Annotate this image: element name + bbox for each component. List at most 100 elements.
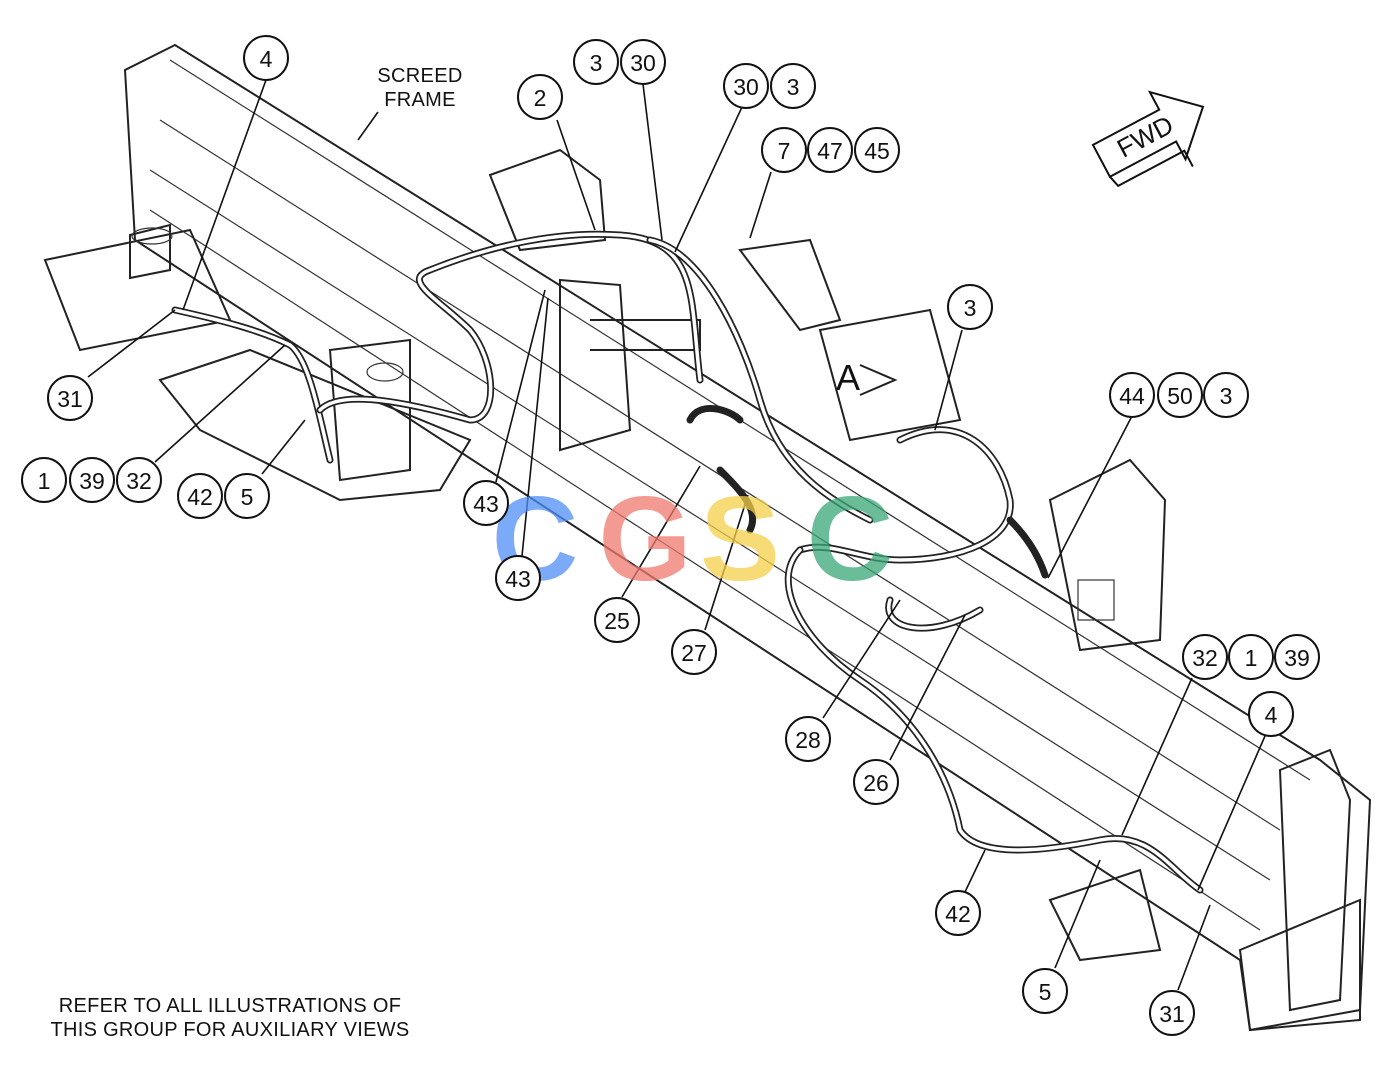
callout-number: 25 <box>604 608 630 634</box>
callout-circle <box>463 480 509 526</box>
callout-bubble: 50 <box>1157 372 1203 418</box>
callout-number: 4 <box>1265 702 1278 728</box>
note-line1: REFER TO ALL ILLUSTRATIONS OF <box>58 995 402 1017</box>
callout-circle <box>69 457 115 503</box>
callout-circle <box>723 63 769 109</box>
callout-bubble: 1 <box>21 457 67 503</box>
callout-circle <box>21 457 67 503</box>
callout-bubble: 32 <box>1182 634 1228 680</box>
callout-bubble: 30 <box>620 39 666 85</box>
callout-circle <box>770 63 816 109</box>
callout-circle <box>594 597 640 643</box>
callout-circle <box>1022 968 1068 1014</box>
callout-bubble: 4 <box>1248 691 1294 737</box>
screed-frame <box>43 43 1372 1032</box>
callout-bubble: 3 <box>947 284 993 330</box>
callout-circle <box>1149 990 1195 1036</box>
forward-arrow: FWD <box>1091 90 1205 188</box>
callout-number: 31 <box>1159 1001 1185 1027</box>
callout-number: 39 <box>1284 645 1310 671</box>
watermark-logo: C G S C <box>492 472 894 606</box>
callout-circle <box>1228 634 1274 680</box>
view-a-label: A <box>836 357 860 398</box>
callout-number: 3 <box>1220 383 1233 409</box>
auxiliary-views-note: REFER TO ALL ILLUSTRATIONS OF THIS GROUP… <box>30 994 430 1042</box>
note-line2: THIS GROUP FOR AUXILIARY VIEWS <box>50 1019 410 1041</box>
callout-bubble: 5 <box>224 473 270 519</box>
callout-bubble: 7 <box>761 127 807 173</box>
callout-circle <box>620 39 666 85</box>
callout-number: 42 <box>187 484 213 510</box>
callout-circle <box>854 127 900 173</box>
callout-circle <box>243 35 289 81</box>
callout-circle <box>1157 372 1203 418</box>
callout-number: 30 <box>733 74 759 100</box>
view-a-arrow <box>859 364 898 396</box>
callout-bubble: 30 <box>723 63 769 109</box>
callout-number: 2 <box>534 85 547 111</box>
callout-number: 1 <box>1245 645 1258 671</box>
callout-circle <box>573 39 619 85</box>
callout-bubble: 45 <box>854 127 900 173</box>
callout-number: 1 <box>38 468 51 494</box>
callout-number: 4 <box>260 46 273 72</box>
callout-bubble: 39 <box>1274 634 1320 680</box>
callout-bubble: 27 <box>671 629 717 675</box>
leader-lines <box>87 79 1266 991</box>
callout-circle <box>785 716 831 762</box>
callout-number: 3 <box>787 74 800 100</box>
callout-number: 3 <box>964 295 977 321</box>
callout-circle <box>517 74 563 120</box>
callout-bubble: 42 <box>177 473 223 519</box>
watermark-letter: S <box>700 472 780 606</box>
callout-bubble: 43 <box>495 555 541 601</box>
callout-number: 44 <box>1119 383 1145 409</box>
callout-bubble: 31 <box>47 375 93 421</box>
callout-circle <box>853 759 899 805</box>
callout-bubble: 1 <box>1228 634 1274 680</box>
callout-number: 3 <box>590 50 603 76</box>
callout-circle <box>947 284 993 330</box>
callout-number: 32 <box>1192 645 1218 671</box>
callout-number: 27 <box>681 640 707 666</box>
callout-number: 43 <box>473 491 499 517</box>
callout-circle <box>495 555 541 601</box>
callout-circle <box>224 473 270 519</box>
callout-bubble: 28 <box>785 716 831 762</box>
screed-frame-label-line2: FRAME <box>384 89 456 111</box>
callout-number: 50 <box>1167 383 1193 409</box>
callout-number: 31 <box>57 386 83 412</box>
callout-number: 43 <box>505 566 531 592</box>
callout-circle <box>1274 634 1320 680</box>
callout-circle <box>807 127 853 173</box>
callout-bubble: 26 <box>853 759 899 805</box>
callout-bubble: 32 <box>116 457 162 503</box>
callout-bubble: 43 <box>463 480 509 526</box>
callout-circle <box>177 473 223 519</box>
callout-number: 47 <box>817 138 843 164</box>
callout-circle <box>671 629 717 675</box>
callout-bubble: 2 <box>517 74 563 120</box>
callout-number: 7 <box>778 138 791 164</box>
callout-number: 45 <box>864 138 890 164</box>
callout-bubble: 3 <box>770 63 816 109</box>
callout-bubble: 39 <box>69 457 115 503</box>
callout-circle <box>935 890 981 936</box>
callout-bubble: 25 <box>594 597 640 643</box>
callout-circle <box>1182 634 1228 680</box>
callout-bubble: 3 <box>573 39 619 85</box>
callout-bubble: 4 <box>243 35 289 81</box>
hose-routing <box>171 230 1204 894</box>
callout-number: 42 <box>945 901 971 927</box>
callout-number: 32 <box>126 468 152 494</box>
callout-number: 30 <box>630 50 656 76</box>
callout-bubble: 44 <box>1109 372 1155 418</box>
screed-frame-label-line1: SCREED <box>377 65 463 87</box>
callout-circle <box>116 457 162 503</box>
callout-circle <box>1203 372 1249 418</box>
screed-frame-label: SCREED FRAME <box>360 64 480 112</box>
watermark-letter: G <box>598 472 691 606</box>
